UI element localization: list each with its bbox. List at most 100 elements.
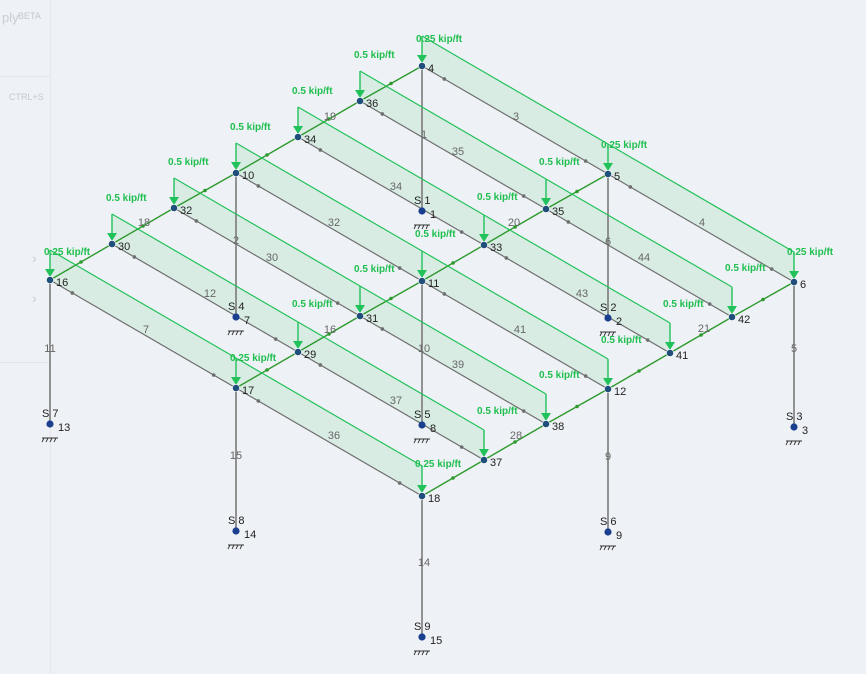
node-marker[interactable] — [480, 456, 488, 464]
support-node-marker[interactable] — [418, 633, 426, 641]
load-line — [607, 143, 795, 253]
support-node-marker[interactable] — [232, 527, 240, 535]
node-marker[interactable] — [232, 169, 240, 177]
member-midpoint — [637, 369, 641, 373]
support-node-marker[interactable] — [46, 420, 54, 428]
load-label: 0.5 kip/ft — [354, 50, 395, 61]
support-node-marker[interactable] — [790, 423, 798, 431]
member-label: 20 — [508, 217, 520, 229]
member-midpoint — [504, 256, 509, 260]
fixed-support-hatch — [45, 437, 49, 443]
chevron-right-icon[interactable]: › — [32, 290, 37, 306]
node-marker[interactable] — [666, 349, 674, 357]
member-midpoints — [70, 77, 774, 485]
node-marker[interactable] — [294, 348, 302, 356]
support-node-marker[interactable] — [604, 314, 612, 322]
member-midpoint — [761, 297, 765, 302]
node-marker[interactable] — [542, 205, 550, 213]
fixed-support-hatch — [599, 545, 603, 551]
member-midpoint — [575, 189, 579, 194]
member-midpoint — [707, 302, 712, 306]
node-marker[interactable] — [790, 278, 798, 286]
diagonal-member[interactable] — [359, 100, 547, 210]
node-marker[interactable] — [418, 492, 426, 500]
node-label: 37 — [490, 457, 502, 469]
member-midpoint — [327, 117, 331, 121]
node-marker[interactable] — [356, 97, 364, 105]
member-midpoint — [513, 440, 517, 444]
fixed-support-hatch — [421, 224, 425, 230]
toolbar-divider — [0, 76, 50, 77]
node-marker[interactable] — [46, 276, 54, 284]
diagonal-member[interactable] — [173, 207, 361, 317]
diagonal-member[interactable] — [297, 136, 485, 246]
member-label: 3 — [513, 111, 519, 123]
diagonal-member[interactable] — [235, 387, 423, 497]
node-label: 6 — [800, 279, 806, 291]
fixed-support-hatch — [239, 330, 243, 336]
member-label: 32 — [328, 217, 340, 229]
node-marker[interactable] — [170, 204, 178, 212]
node-label: 34 — [304, 134, 316, 146]
member-midpoint — [335, 301, 340, 305]
node-marker[interactable] — [728, 313, 736, 321]
member-label: 28 — [510, 430, 522, 442]
node-marker[interactable] — [418, 277, 426, 285]
load-label: 0.5 kip/ft — [354, 264, 395, 275]
member-label: 39 — [452, 359, 464, 371]
fixed-support-hatch — [231, 330, 235, 336]
chevron-right-icon[interactable]: › — [32, 250, 37, 266]
diagonal-member[interactable] — [49, 279, 237, 389]
node-marker[interactable] — [480, 241, 488, 249]
fixed-support-hatch — [425, 438, 429, 444]
support-node-marker[interactable] — [418, 421, 426, 429]
node-marker[interactable] — [604, 170, 612, 178]
member-label: 11 — [44, 343, 55, 355]
support-label: S 6 — [600, 516, 617, 528]
diagonal-member[interactable] — [421, 65, 609, 175]
save-shortcut-hint: CTRL+S — [9, 92, 44, 102]
load-line — [235, 357, 423, 467]
support-node-marker[interactable] — [604, 528, 612, 536]
member-midpoint — [521, 194, 526, 198]
member-label: 12 — [204, 288, 216, 300]
node-marker[interactable] — [418, 62, 426, 70]
member-midpoint — [699, 333, 703, 337]
diagonal-member[interactable] — [235, 172, 423, 282]
fixed-support-hatch — [421, 438, 425, 444]
member-midpoint — [521, 409, 526, 413]
support-node-label: 8 — [430, 423, 436, 435]
node-marker[interactable] — [356, 312, 364, 320]
member-midpoint — [459, 230, 464, 234]
node-marker[interactable] — [604, 385, 612, 393]
member-label: 34 — [390, 181, 402, 193]
node-label: 42 — [738, 314, 750, 326]
load-arrow-head — [231, 377, 241, 385]
load-arrow-head — [479, 449, 489, 457]
node-marker[interactable] — [108, 240, 116, 248]
node-marker[interactable] — [294, 133, 302, 141]
node-marker[interactable] — [542, 420, 550, 428]
support-label: S 2 — [600, 302, 617, 314]
diagonal-member[interactable] — [111, 243, 299, 353]
support-node-marker[interactable] — [232, 313, 240, 321]
member-label: 1 — [421, 129, 427, 141]
diagonal-member[interactable] — [483, 244, 671, 354]
member-midpoint — [194, 219, 199, 223]
diagonal-member[interactable] — [297, 351, 485, 461]
load-arrow-head — [355, 305, 365, 313]
node-marker[interactable] — [232, 384, 240, 392]
support-node-label: 15 — [430, 635, 442, 647]
diagonal-member[interactable] — [545, 208, 733, 318]
node-label: 35 — [552, 206, 564, 218]
diagonal-member[interactable] — [607, 173, 795, 283]
support-node-marker[interactable] — [418, 207, 426, 215]
diagonal-member[interactable] — [421, 280, 609, 390]
fixed-support-hatch — [599, 331, 603, 337]
diagonal-member[interactable] — [359, 315, 547, 425]
load-label: 0.5 kip/ft — [168, 157, 209, 168]
fixed-support-hatch — [785, 440, 789, 446]
load-line — [359, 70, 547, 180]
fixed-support-hatch — [227, 544, 231, 550]
